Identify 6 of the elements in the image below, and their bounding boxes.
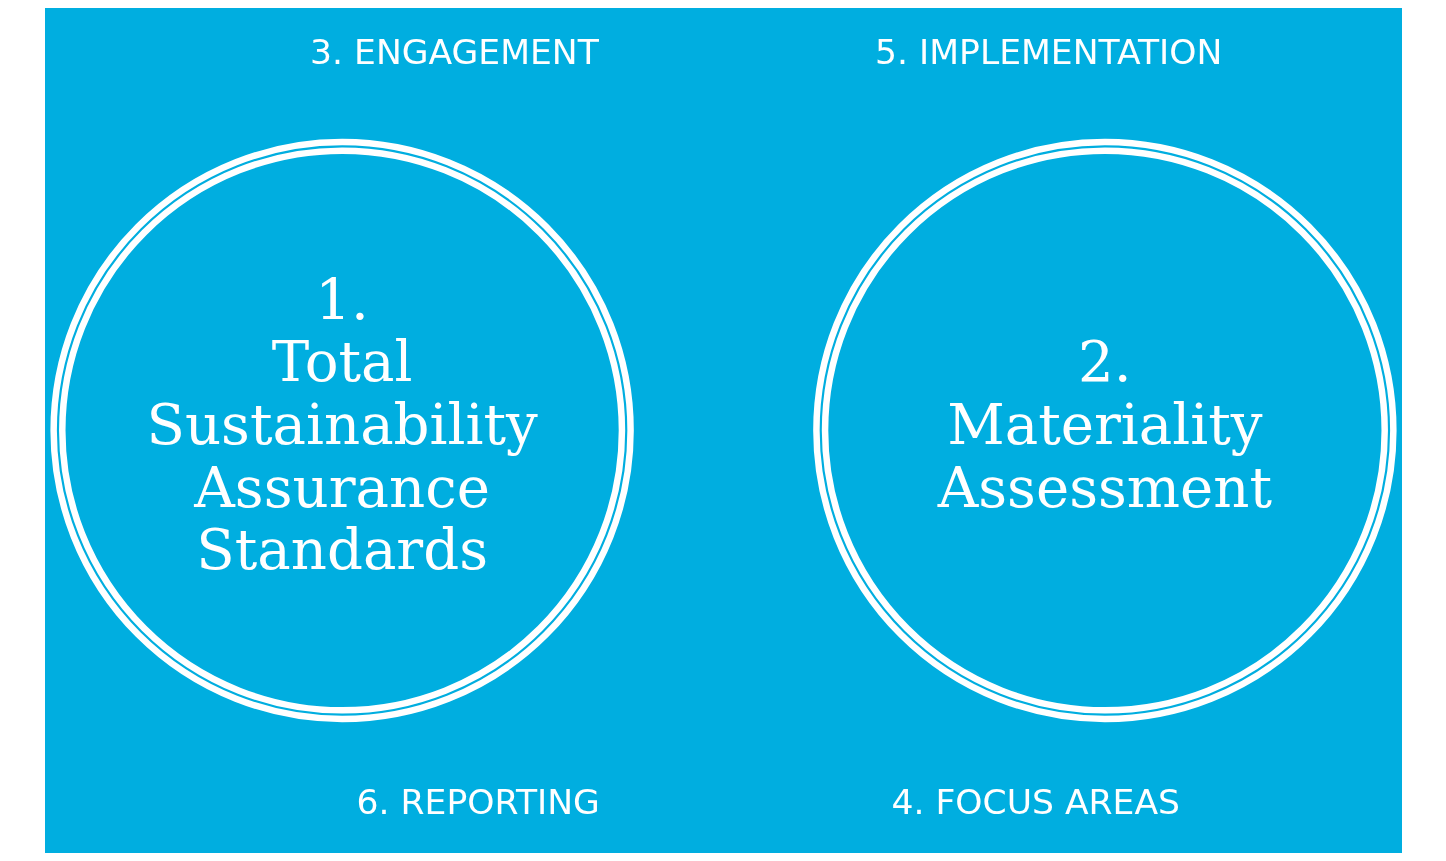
node-circle: 1. Total Sustainability Assurance Standards <box>49 138 634 723</box>
label: 4. FOCUS AREAS <box>891 781 1180 822</box>
label: 5. IMPLEMENTATION <box>874 31 1222 72</box>
node-circle: 2. Materiality Assessment <box>812 138 1397 723</box>
label: 6. REPORTING <box>356 781 600 822</box>
label: 3. ENGAGEMENT <box>309 31 599 72</box>
